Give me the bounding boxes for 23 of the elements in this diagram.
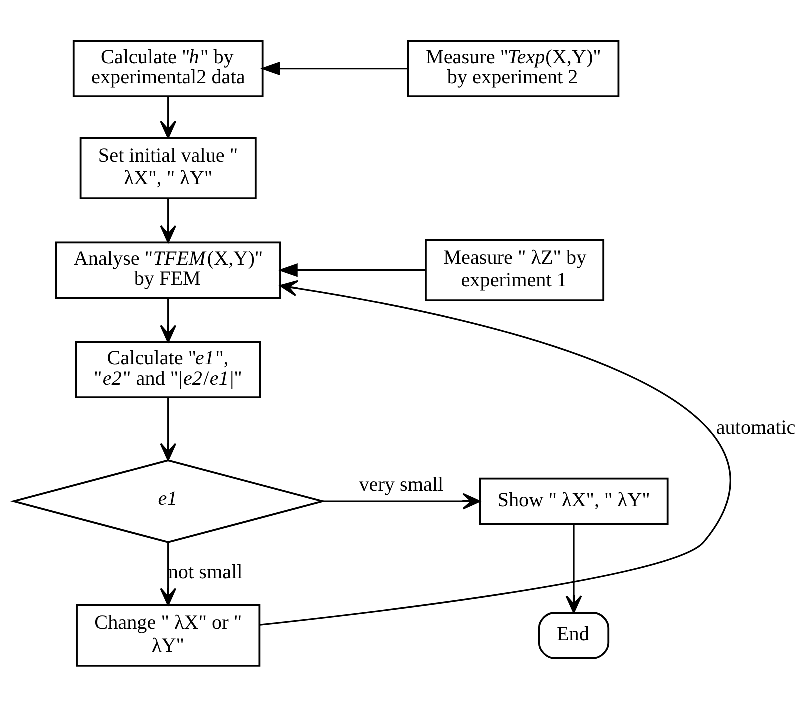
arrow — [260, 280, 730, 626]
arrow — [160, 96, 176, 138]
node-box: Measure " λZ" by experiment 1 — [424, 238, 604, 302]
node-box: Show " λX", " λY" — [478, 477, 668, 525]
node-box: End — [538, 612, 610, 659]
node-box: Calculate "h" by experimental2 data — [72, 40, 264, 97]
node-box: Set initial value " λX", " λY" — [79, 136, 256, 199]
arrow — [278, 262, 426, 277]
arrow — [160, 397, 176, 461]
node-box: Measure "Texp(X,Y)" by experiment 2 — [406, 40, 620, 97]
arrow — [565, 524, 582, 613]
arrow — [160, 542, 176, 606]
edge-label: very small — [358, 474, 444, 496]
arrow — [322, 492, 480, 510]
node-diamond: e1 — [10, 459, 326, 543]
arrow — [160, 298, 176, 342]
node-box: Calculate "e1", "e2" and "|e2/e1|" — [74, 340, 261, 398]
node-box: Change " λX" or " λY" — [76, 604, 260, 666]
edge-label: not small — [168, 561, 242, 584]
node-box: Analyse "TFEM(X,Y)" by FEM — [54, 241, 281, 299]
edge-label: automatic — [716, 416, 796, 438]
arrow — [160, 198, 176, 243]
arrow — [260, 61, 408, 76]
